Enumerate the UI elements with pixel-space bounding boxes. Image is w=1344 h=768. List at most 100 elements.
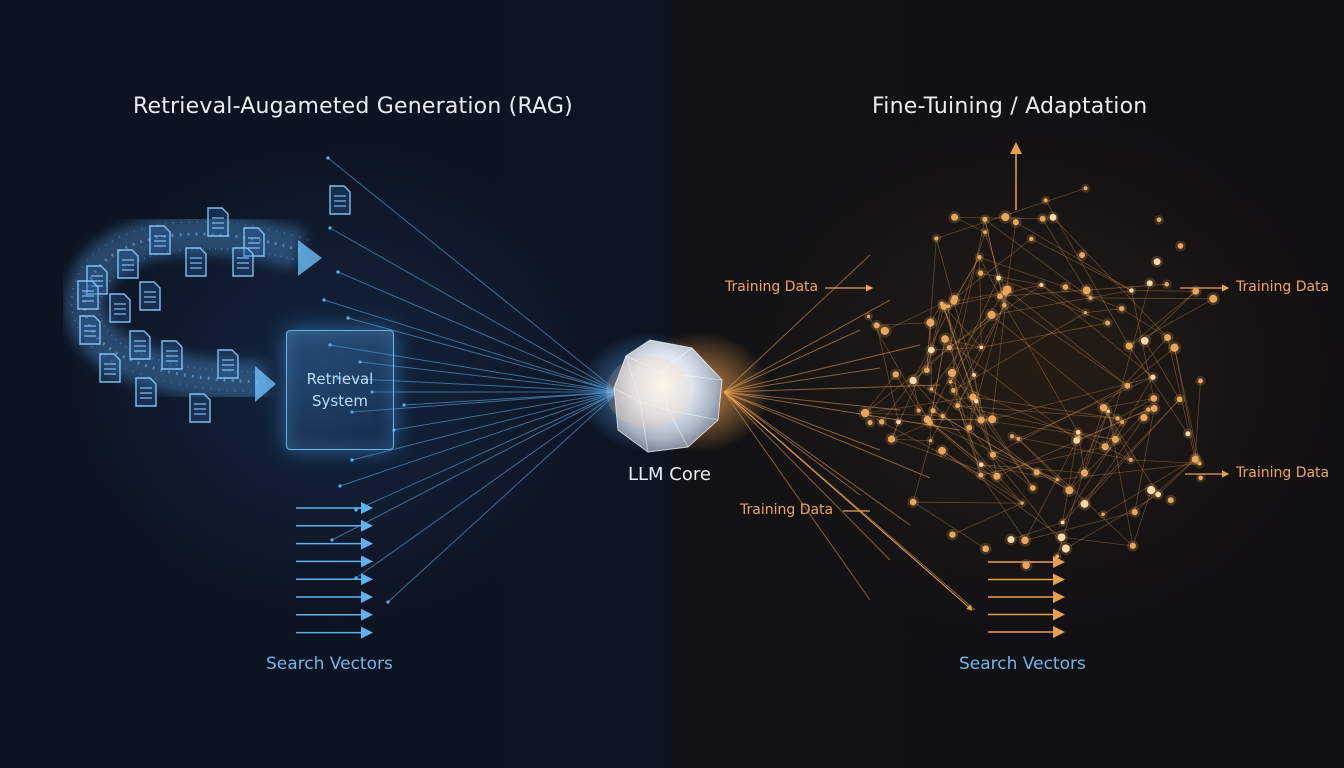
network-node xyxy=(940,413,945,419)
network-node xyxy=(1140,336,1149,345)
network-node xyxy=(1016,436,1021,441)
document-icon xyxy=(189,393,211,423)
network-node xyxy=(1055,554,1060,559)
finetune-title: Fine-Tuining / Adaptation xyxy=(872,94,1148,119)
network-node xyxy=(1119,306,1125,312)
network-node xyxy=(1125,342,1133,350)
network-node xyxy=(1101,512,1105,517)
training-data-label-right-bottom: Training Data xyxy=(1236,465,1330,481)
rag-search-vectors-label: Search Vectors xyxy=(266,654,393,674)
network-node xyxy=(1153,258,1161,266)
network-node xyxy=(1105,320,1111,326)
network-node xyxy=(1022,561,1030,570)
network-node xyxy=(1033,469,1040,476)
network-node xyxy=(946,344,953,351)
network-node xyxy=(1003,285,1012,294)
network-node xyxy=(1061,544,1070,553)
finetune-search-vector-arrows xyxy=(988,556,1065,638)
network-node xyxy=(949,531,956,538)
document-icon xyxy=(149,225,171,255)
network-node xyxy=(1176,396,1183,403)
network-node xyxy=(951,388,956,393)
network-node xyxy=(977,270,984,276)
network-node xyxy=(1060,520,1065,525)
network-node xyxy=(988,415,997,424)
rag-search-vector-arrows xyxy=(296,502,373,639)
document-icon xyxy=(135,377,157,407)
network-node xyxy=(1198,475,1203,481)
network-node xyxy=(1088,295,1093,300)
document-icon xyxy=(207,207,229,237)
network-node xyxy=(880,326,889,336)
training-data-label-right-top: Training Data xyxy=(1236,279,1330,295)
training-data-label-bottom-left: Training Data xyxy=(740,502,834,518)
llm-core-polyhedron xyxy=(613,339,723,453)
document-icon xyxy=(243,227,265,257)
network-node xyxy=(947,368,957,377)
network-node xyxy=(1101,443,1109,451)
network-node xyxy=(924,367,930,374)
network-node xyxy=(928,439,933,443)
network-node xyxy=(1049,213,1057,221)
network-node xyxy=(1077,435,1081,439)
network-node xyxy=(1150,374,1156,380)
network-node xyxy=(1080,499,1089,508)
network-node xyxy=(982,545,990,553)
network-node xyxy=(987,310,996,319)
network-node xyxy=(887,435,896,443)
document-icon xyxy=(79,315,101,345)
network-node xyxy=(1111,435,1119,444)
network-node xyxy=(948,379,953,384)
network-node xyxy=(1146,407,1151,412)
finetune-neural-network xyxy=(858,183,1220,572)
network-node xyxy=(1197,461,1202,466)
network-node xyxy=(1185,431,1191,437)
network-node xyxy=(982,216,988,223)
network-node xyxy=(878,419,885,425)
network-node xyxy=(938,446,946,455)
network-node xyxy=(972,372,976,377)
network-node xyxy=(1167,497,1174,504)
swirl-arrow-bottom-icon xyxy=(255,366,276,402)
rag-document-swirl xyxy=(64,214,322,402)
finetune-rays xyxy=(723,254,976,611)
network-node xyxy=(1039,215,1046,222)
network-node xyxy=(993,472,1001,480)
network-node xyxy=(1021,536,1029,545)
swirl-arrow-top-icon xyxy=(298,240,322,276)
document-icon xyxy=(217,349,239,379)
network-node xyxy=(1129,288,1134,293)
network-node xyxy=(1001,213,1010,222)
document-icon xyxy=(185,247,207,277)
document-icon xyxy=(129,330,151,360)
network-node xyxy=(1124,382,1131,389)
document-icon xyxy=(99,353,121,383)
network-node xyxy=(1029,485,1036,491)
network-node xyxy=(1164,282,1169,287)
document-icon xyxy=(139,281,161,311)
network-node xyxy=(1177,243,1184,249)
network-node xyxy=(1140,413,1148,422)
network-node xyxy=(926,318,935,327)
network-node xyxy=(1150,395,1158,402)
network-node xyxy=(950,297,958,305)
training-data-label-left: Training Data xyxy=(725,279,819,295)
network-node xyxy=(1147,485,1156,495)
network-node xyxy=(934,236,939,241)
network-node xyxy=(1007,536,1015,544)
network-node xyxy=(892,371,899,378)
network-node xyxy=(1120,420,1125,425)
network-node xyxy=(909,376,917,385)
network-node xyxy=(1065,486,1074,495)
network-node xyxy=(1155,491,1162,498)
network-node xyxy=(926,419,933,426)
network-node xyxy=(1080,469,1089,477)
network-node xyxy=(1146,280,1153,287)
retrieval-system-box: Retrieval System xyxy=(286,330,394,450)
network-node xyxy=(989,451,996,458)
network-node xyxy=(909,498,917,506)
document-icon xyxy=(86,265,108,295)
network-node xyxy=(996,275,1002,281)
network-node xyxy=(969,393,977,401)
network-node xyxy=(977,416,985,424)
